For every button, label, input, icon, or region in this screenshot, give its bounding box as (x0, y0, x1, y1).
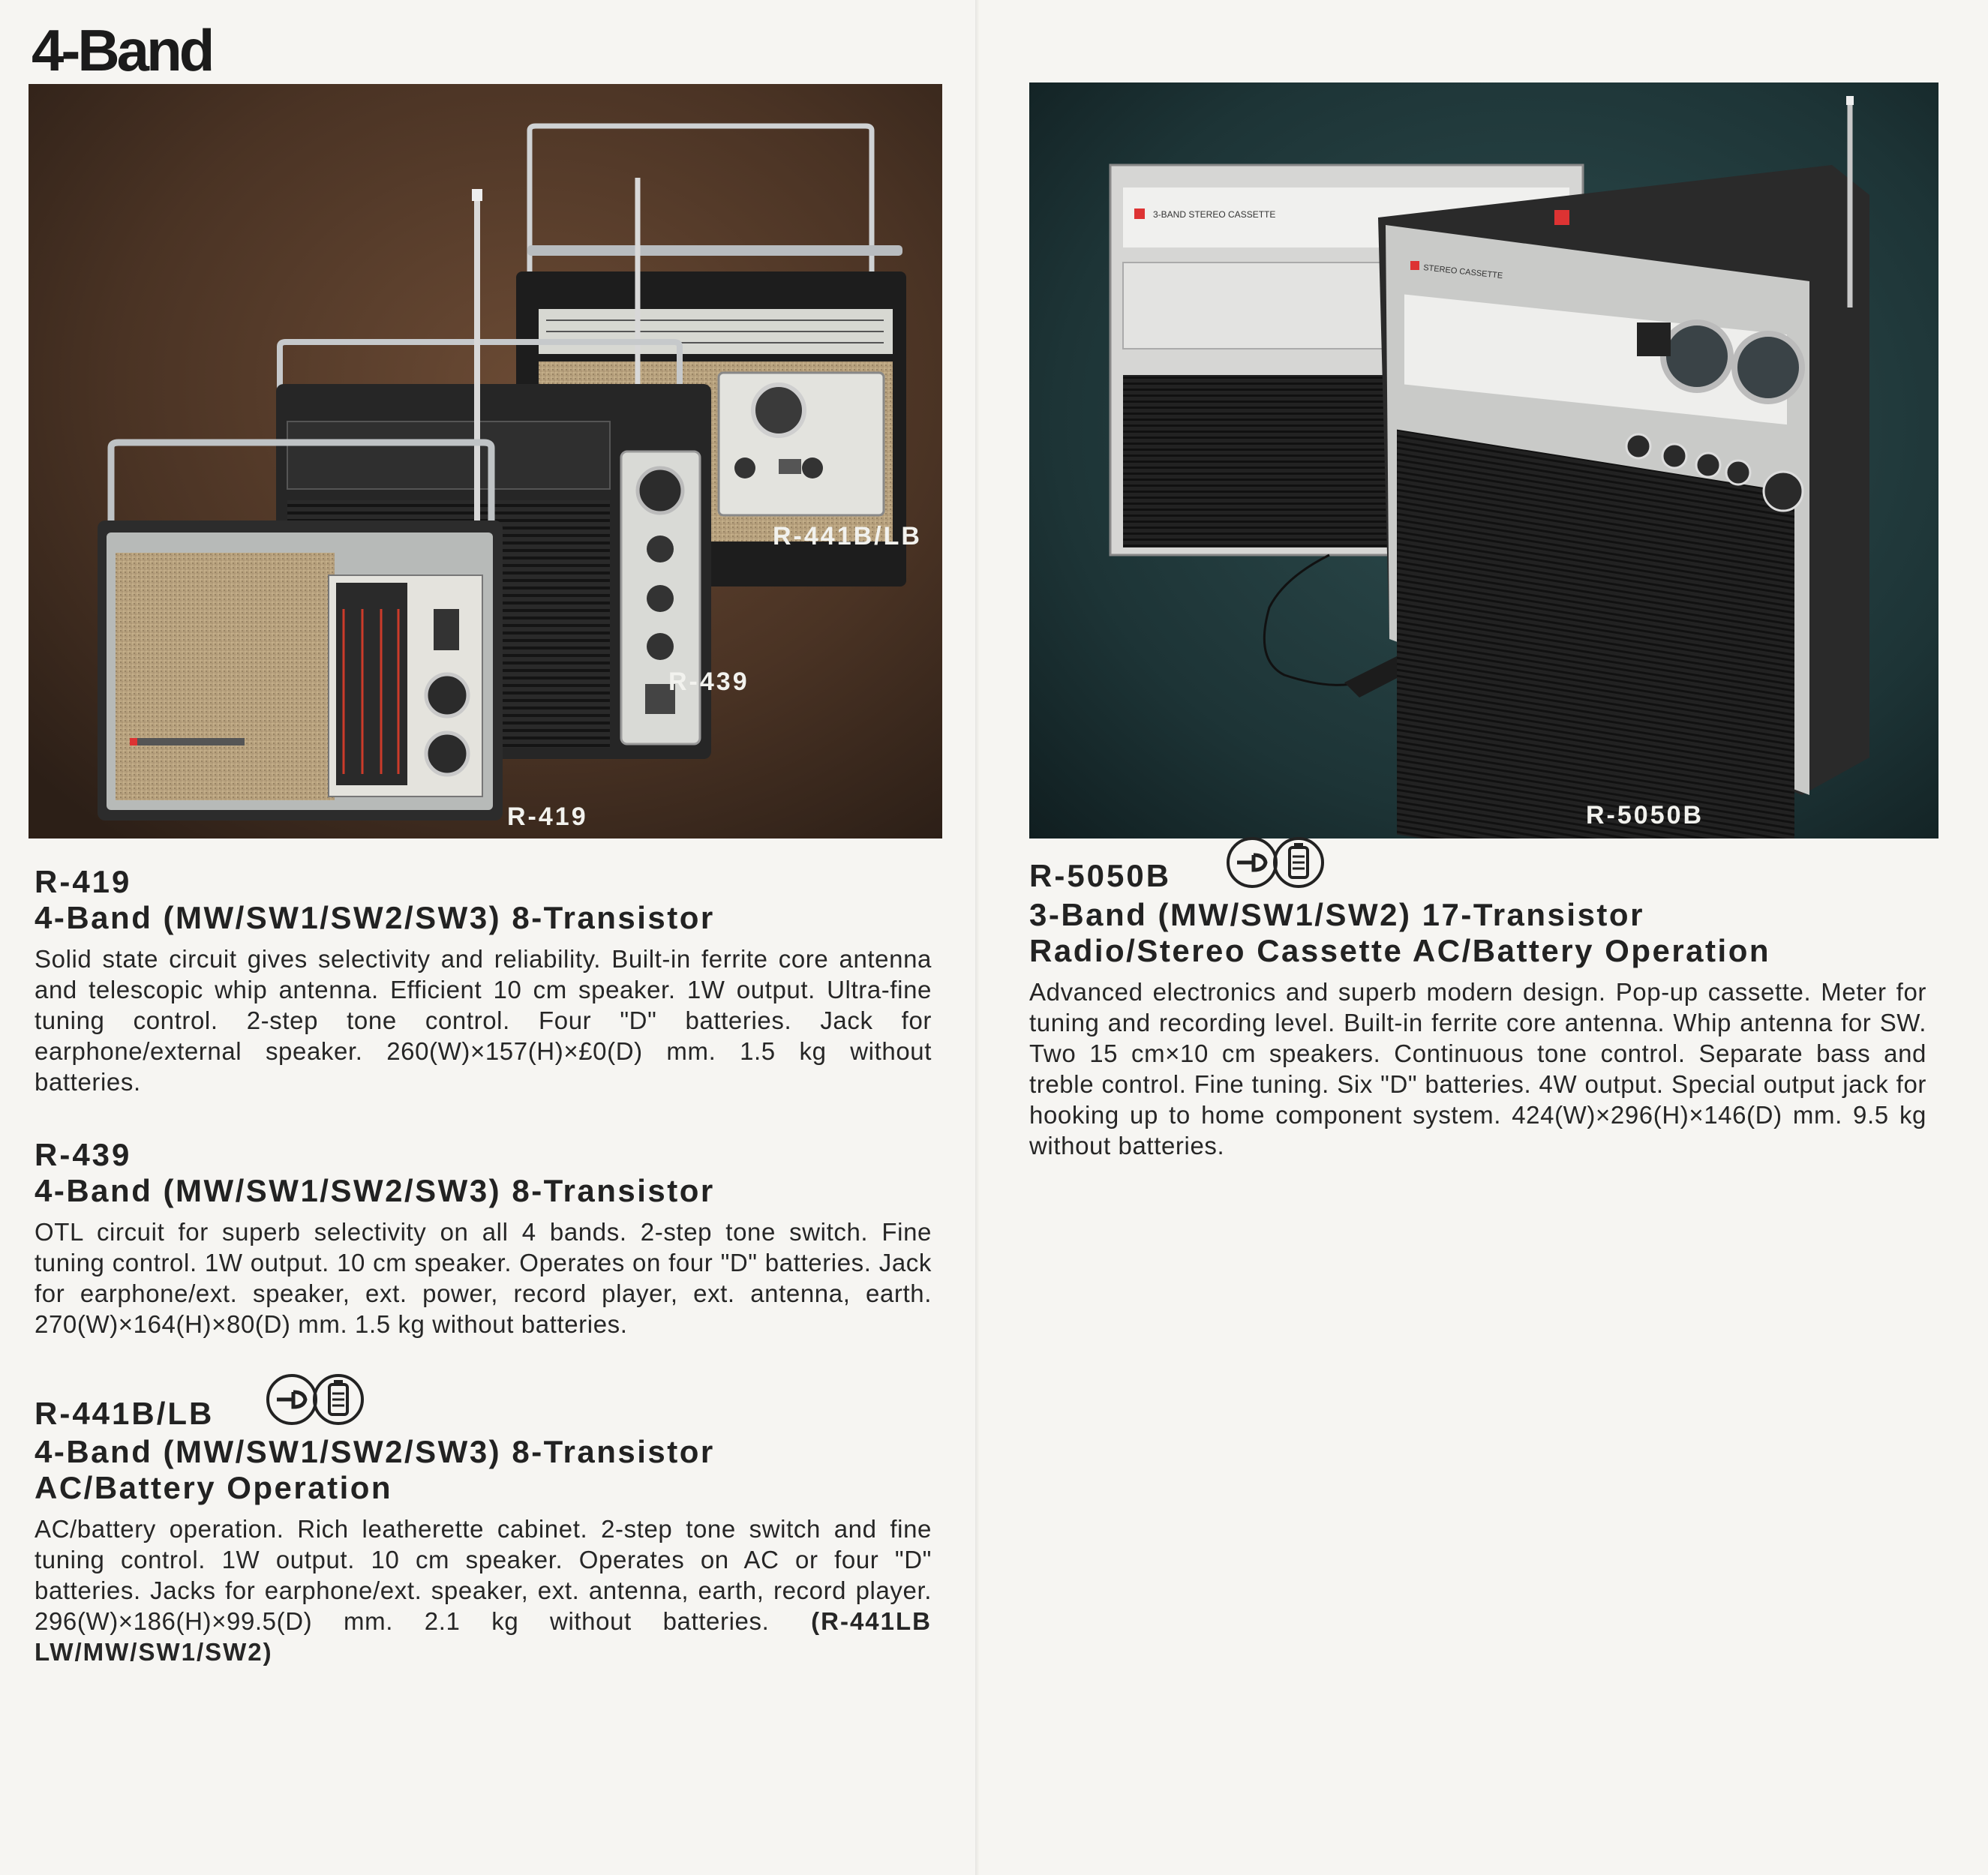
description: OTL circuit for superb selectivity on al… (35, 1218, 932, 1338)
description: AC/battery operation. Rich leatherette c… (35, 1514, 932, 1667)
variant-note: (R-441LB LW/MW/SW1/SW2) (35, 1607, 932, 1666)
model-name: R-441B/LB (35, 1396, 215, 1431)
left-product-photo: R-441B/LB R-439 R-419 (29, 84, 942, 838)
headline: 4-Band (MW/SW1/SW2/SW3) 8-Transistor (35, 1434, 715, 1469)
entry-r441: R-441B/LB 4-Band (MW/SW1/SW2/SW3) 8-Tran… (35, 1374, 932, 1667)
model-name: R-419 (35, 864, 132, 899)
label-r441: R-441B/LB (773, 522, 922, 550)
cassette-unit-front: STEREO CASSETTE (1378, 96, 1869, 838)
headline: 4-Band (MW/SW1/SW2/SW3) 8-Transistor (35, 900, 715, 935)
entry-r419: R-419 4-Band (MW/SW1/SW2/SW3) 8-Transist… (35, 864, 932, 1097)
label-r419: R-419 (507, 802, 588, 831)
description: Advanced electronics and superb modern d… (1029, 978, 1926, 1160)
model-name: R-439 (35, 1137, 132, 1172)
model-row: R-441B/LB (35, 1374, 932, 1434)
label-r439: R-439 (668, 668, 749, 696)
top-unit-text: 3-BAND STEREO CASSETTE (1153, 209, 1275, 220)
headline-2: Radio/Stereo Cassette AC/Battery Operati… (1029, 933, 1771, 968)
model-row: R-5050B (1029, 837, 1926, 897)
description-text: AC/battery operation. Rich leatherette c… (35, 1515, 932, 1635)
radios-illustration (29, 84, 942, 838)
ac-battery-icon (1225, 836, 1330, 897)
entry-r439: R-439 4-Band (MW/SW1/SW2/SW3) 8-Transist… (35, 1137, 932, 1340)
model-name: R-5050B (1029, 858, 1172, 893)
headline: 4-Band (MW/SW1/SW2/SW3) 8-Transistor (35, 1173, 715, 1208)
ac-battery-icon (265, 1372, 370, 1434)
description: Solid state circuit gives selectivity an… (35, 945, 932, 1096)
radio-r419 (98, 439, 503, 820)
headline: 3-Band (MW/SW1/SW2) 17-Transistor (1029, 897, 1644, 932)
page-title: 4-Band (32, 17, 215, 83)
entry-r5050b: R-5050B 3-Band (MW/SW1/SW2) 17-Transisto… (1029, 837, 1926, 1161)
right-product-photo: 3-BAND STEREO CASSETTE STEREO CASSETTE (1029, 82, 1938, 838)
page-fold (975, 0, 980, 1875)
cassette-radio-illustration: 3-BAND STEREO CASSETTE STEREO CASSETTE (1029, 82, 1938, 838)
headline-2: AC/Battery Operation (35, 1470, 393, 1505)
label-r5050b: R-5050B (1586, 801, 1704, 830)
